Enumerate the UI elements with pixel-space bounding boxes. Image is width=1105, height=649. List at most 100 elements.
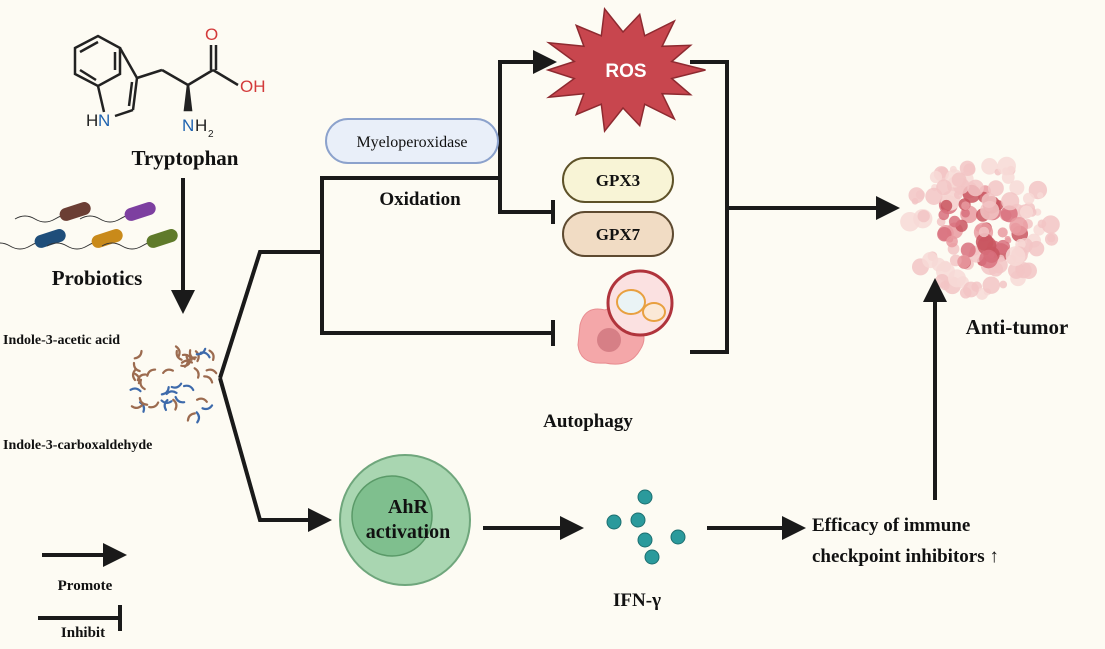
indole-metabolite-cluster <box>131 346 217 422</box>
indole-nh-h: H <box>86 111 98 130</box>
indole-fragment <box>133 370 135 380</box>
indole-3-acetic-acid-label: Indole-3-acetic acid <box>3 333 120 348</box>
bacterium-icon <box>145 227 179 249</box>
tumor-cell <box>1009 217 1028 236</box>
tumor-cell <box>1038 219 1047 228</box>
indole-fragment <box>146 368 155 376</box>
tumor-cell <box>1029 241 1044 256</box>
gpx3-label: GPX3 <box>596 171 640 190</box>
efficacy-label-line1: Efficacy of immune <box>812 515 970 536</box>
indole-fragment <box>172 384 182 389</box>
ifn-gamma-molecule <box>638 533 652 547</box>
tumor-cell <box>998 227 1008 237</box>
autophagy-label: Autophagy <box>543 411 633 432</box>
tumor-cell <box>1001 192 1019 210</box>
probiotics-label: Probiotics <box>52 266 143 290</box>
tumor-cell <box>900 212 920 232</box>
tumor-cell <box>988 252 994 258</box>
probiotics-bacteria <box>0 200 179 249</box>
indole-nh-n: N <box>98 111 110 130</box>
oxidation-label: Oxidation <box>379 189 461 210</box>
tumor-cell <box>999 281 1007 289</box>
tumor-cell <box>936 179 952 195</box>
ifn-gamma-label: IFN-γ <box>613 590 661 611</box>
ifn-gamma-molecules <box>607 490 685 564</box>
ifn-gamma-molecule <box>645 550 659 564</box>
ifn-gamma-molecule <box>671 530 685 544</box>
tumor-cell <box>967 180 984 197</box>
amine-n: N <box>182 116 194 135</box>
anti-tumor-label: Anti-tumor <box>966 315 1069 339</box>
gpx7-label: GPX7 <box>596 225 641 244</box>
indole-fragment <box>131 388 141 391</box>
bacterium-icon <box>90 227 124 249</box>
tumor-cell <box>1006 246 1026 266</box>
tumor-cell <box>952 172 967 187</box>
tumor-cell <box>922 252 938 268</box>
tryptophan-structure <box>75 36 238 116</box>
ifn-gamma-molecule <box>631 513 645 527</box>
tumor-cell <box>935 274 949 288</box>
bacterium-icon <box>33 227 67 249</box>
tumor-cell <box>1047 234 1055 242</box>
myeloperoxidase-label: Myeloperoxidase <box>356 134 467 151</box>
tumor-cell <box>938 210 949 221</box>
convergence-bracket <box>690 62 727 352</box>
bacterium-icon <box>58 200 92 222</box>
inhibit-line-gpx <box>500 176 552 212</box>
ros-label: ROS <box>605 61 646 82</box>
legend-promote-label: Promote <box>58 578 113 594</box>
tumor-cell <box>1020 205 1033 218</box>
tumor-cell <box>979 227 989 237</box>
tumor-cell <box>946 236 958 248</box>
amine-subscript: 2 <box>208 129 214 140</box>
indole-fragment <box>132 405 142 408</box>
tryptophan-label: Tryptophan <box>132 146 239 170</box>
tumor-cell <box>997 157 1016 176</box>
tumor-cell <box>1023 193 1035 205</box>
autophagy-cell-illustration <box>578 271 672 364</box>
indole-fragment <box>163 369 173 373</box>
indole-fragment <box>197 398 207 402</box>
indole-fragment <box>195 368 200 378</box>
ahr-label-line1: AhR <box>388 496 429 518</box>
indole-fragment <box>135 351 143 360</box>
indole-3-carboxaldehyde-label: Indole-3-carboxaldehyde <box>3 438 152 453</box>
tumor-cell <box>918 210 930 222</box>
arrow-to-ahr <box>220 378 320 520</box>
tumor-cell <box>1037 192 1043 198</box>
tumor-cells-illustration <box>900 157 1060 300</box>
tumor-cell <box>957 255 970 268</box>
oxygen-atom: O <box>205 25 218 44</box>
indole-fragment <box>184 384 194 390</box>
indole-fragment <box>203 405 213 410</box>
tumor-cell <box>1005 236 1011 242</box>
ahr-label-line2: activation <box>366 521 450 543</box>
hydroxyl-group: OH <box>240 77 266 96</box>
indole-fragment <box>186 412 194 421</box>
ifn-gamma-molecule <box>607 515 621 529</box>
legend-inhibit-label: Inhibit <box>61 625 105 641</box>
indole-fragment <box>196 351 200 361</box>
efficacy-label-line2: checkpoint inhibitors ↑ <box>812 546 999 567</box>
ifn-gamma-molecule <box>638 490 652 504</box>
indole-fragment <box>135 373 141 383</box>
tumor-cell <box>980 201 999 220</box>
indole-fragment <box>210 350 215 360</box>
tumor-cell <box>961 201 970 210</box>
tumor-cell <box>963 282 979 298</box>
indole-fragment <box>204 375 213 383</box>
indole-fragment <box>149 403 159 409</box>
tumor-cell <box>949 216 961 228</box>
tumor-cell <box>982 276 999 293</box>
indole-fragment <box>197 412 200 422</box>
branch-line-upper <box>220 252 322 378</box>
bacterium-icon <box>123 200 157 222</box>
amine-h: H <box>195 116 207 135</box>
tumor-cell <box>908 187 924 203</box>
tumor-cell <box>979 250 998 269</box>
indole-fragment <box>207 368 217 373</box>
arrow-to-ros <box>500 62 545 180</box>
